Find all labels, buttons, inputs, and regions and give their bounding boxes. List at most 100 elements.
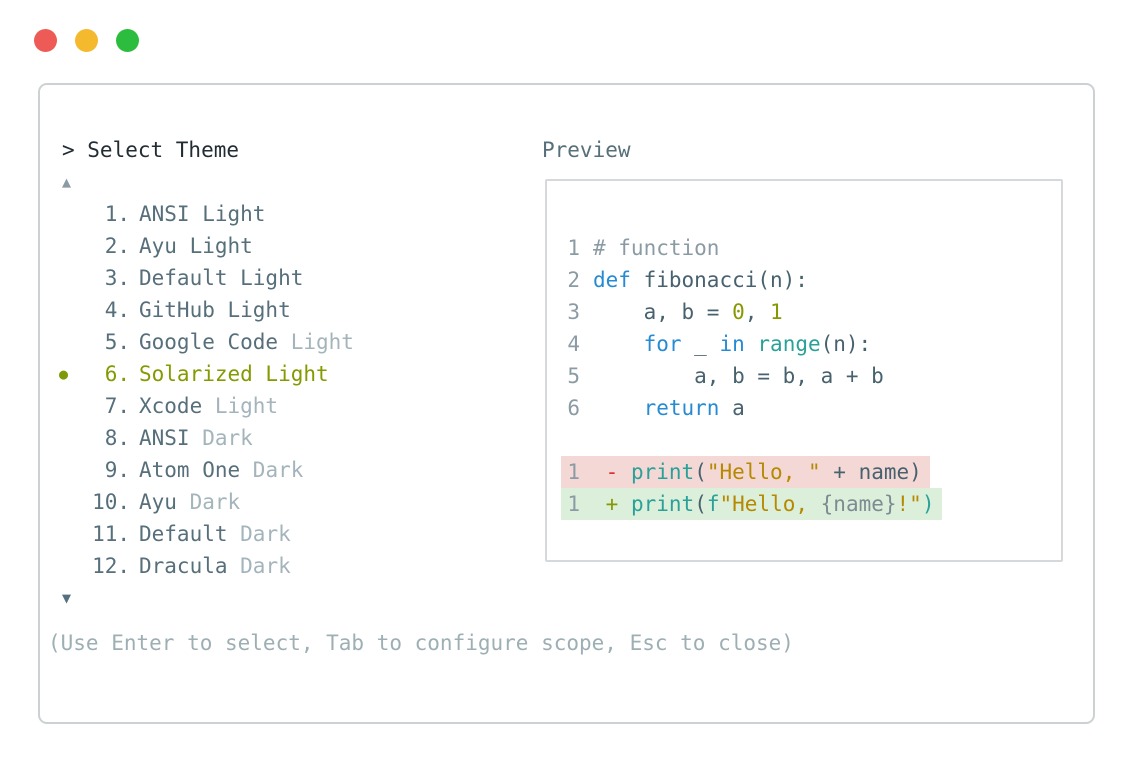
line-number: 1 — [567, 236, 580, 260]
theme-variant: Dark — [189, 490, 241, 514]
theme-number: 5. — [104, 330, 130, 354]
theme-number: 10. — [92, 490, 130, 514]
theme-number: 7. — [104, 394, 130, 418]
theme-option-dracula[interactable]: 12. Dracula Dark — [59, 550, 529, 582]
theme-name: Google Code Light — [139, 330, 354, 354]
code-token: a, b = b, a + b — [593, 364, 884, 388]
code-token: # function — [593, 236, 720, 260]
code-token: fibonacci(n): — [630, 268, 808, 292]
code-token — [618, 460, 631, 484]
zoom-window-icon[interactable] — [116, 29, 139, 52]
diff-line-added: 1 + print(f"Hello, {name}!") — [561, 488, 943, 520]
code-token: print — [630, 492, 695, 516]
preview-heading: Preview — [542, 138, 631, 162]
theme-variant: Dark — [202, 426, 253, 450]
code-line: 5 a, b = b, a + b — [567, 360, 884, 392]
theme-number: 1. — [104, 202, 130, 226]
theme-name: GitHub Light — [139, 298, 291, 322]
theme-variant: Light — [214, 394, 279, 418]
scroll-down-icon[interactable]: ▼ — [62, 589, 72, 607]
code-token: _ — [681, 332, 720, 356]
theme-number: 3. — [104, 266, 130, 290]
code-token: print — [630, 460, 695, 484]
code-token: a, b = — [593, 300, 733, 324]
theme-name: Ayu Light — [139, 234, 253, 258]
theme-variant: Dark — [252, 458, 304, 482]
code-token: for — [643, 332, 682, 356]
window-controls — [34, 29, 139, 52]
theme-option-ansi-light[interactable]: 1. ANSI Light — [59, 198, 529, 230]
code-token — [745, 332, 758, 356]
theme-selector-panel: > Select Theme ▲ 1. ANSI Light 2. Ayu Light… — [38, 83, 1095, 724]
code-line: 3 a, b = 0, 1 — [567, 296, 783, 328]
theme-number: 4. — [104, 298, 130, 322]
code-line: 6 return a — [567, 392, 745, 424]
theme-number: 2. — [104, 234, 130, 258]
theme-option-github-light[interactable]: 4. GitHub Light — [59, 294, 529, 326]
code-token: {name} — [820, 492, 897, 516]
theme-name: ANSI Light — [139, 202, 266, 226]
theme-list: 1. ANSI Light 2. Ayu Light 3. Default Light 4.… — [59, 198, 529, 582]
theme-variant: Light — [290, 330, 354, 354]
diff-line-removed: 1 - print("Hello, " + name) — [561, 456, 930, 488]
code-line: 1 # function — [567, 232, 719, 264]
code-token: + — [605, 492, 619, 516]
theme-option-ayu-light[interactable]: 2. Ayu Light — [59, 230, 529, 262]
theme-option-xcode[interactable]: 7.Xcode Light — [59, 390, 529, 422]
line-number: 4 — [567, 332, 580, 356]
theme-option-default-light[interactable]: 3. Default Light — [59, 262, 529, 294]
theme-option-default[interactable]: 11. Default Dark — [59, 518, 529, 550]
theme-name: Default Light — [139, 266, 304, 290]
line-number: 6 — [567, 396, 580, 420]
code-line: 4 for _ in range(n): — [567, 328, 871, 360]
code-token: , — [744, 300, 771, 324]
line-number: 1 — [567, 492, 580, 516]
theme-name: Default Dark — [139, 522, 291, 546]
theme-name: ANSI Dark — [139, 426, 253, 450]
code-token: ) — [921, 492, 935, 516]
theme-number: 6. — [104, 362, 130, 386]
code-token: ( — [694, 492, 707, 516]
code-token: a — [719, 396, 745, 420]
theme-option-solarized-light[interactable]: ● 6. Solarized Light — [59, 358, 529, 390]
code-token: "Hello, — [719, 492, 821, 516]
code-token: ( — [694, 460, 707, 484]
code-token: (n): — [820, 332, 872, 356]
code-token: in — [719, 332, 745, 356]
theme-name: Solarized Light — [139, 362, 329, 386]
theme-variant: Dark — [240, 554, 291, 578]
theme-list-column: > Select Theme ▲ 1. ANSI Light 2. Ayu Light… — [59, 134, 529, 614]
code-token: !" — [896, 492, 922, 516]
theme-option-ayu[interactable]: 10. Ayu Dark — [59, 486, 529, 518]
theme-number: 8. — [104, 426, 130, 450]
theme-option-google-code[interactable]: 5. Google Code Light — [59, 326, 529, 358]
theme-name: Atom One Dark — [139, 458, 304, 482]
code-token — [593, 396, 644, 420]
code-token: "Hello, " — [706, 460, 821, 484]
theme-number: 9. — [104, 458, 130, 482]
code-token — [593, 332, 644, 356]
line-number: 3 — [567, 300, 580, 324]
close-window-icon[interactable] — [34, 29, 57, 52]
code-token: range — [757, 332, 821, 356]
line-number: 2 — [567, 268, 580, 292]
line-number: 1 — [567, 460, 580, 484]
theme-name: Dracula Dark — [139, 554, 291, 578]
minimize-window-icon[interactable] — [75, 29, 98, 52]
theme-option-atom-one[interactable]: 9. Atom One Dark — [59, 454, 529, 486]
code-token — [618, 492, 631, 516]
code-token: 1 — [770, 300, 783, 324]
line-number: 5 — [567, 364, 580, 388]
theme-option-ansi[interactable]: 8. ANSI Dark — [59, 422, 529, 454]
selected-bullet-icon: ● — [59, 365, 69, 383]
blank-line — [567, 424, 942, 456]
scroll-up-icon[interactable]: ▲ — [62, 173, 72, 191]
theme-name: Ayu Dark — [139, 490, 241, 514]
theme-number: 11. — [92, 522, 130, 546]
select-theme-prompt: > Select Theme — [62, 138, 240, 162]
theme-number: 12. — [92, 554, 130, 578]
code-token — [593, 460, 606, 484]
